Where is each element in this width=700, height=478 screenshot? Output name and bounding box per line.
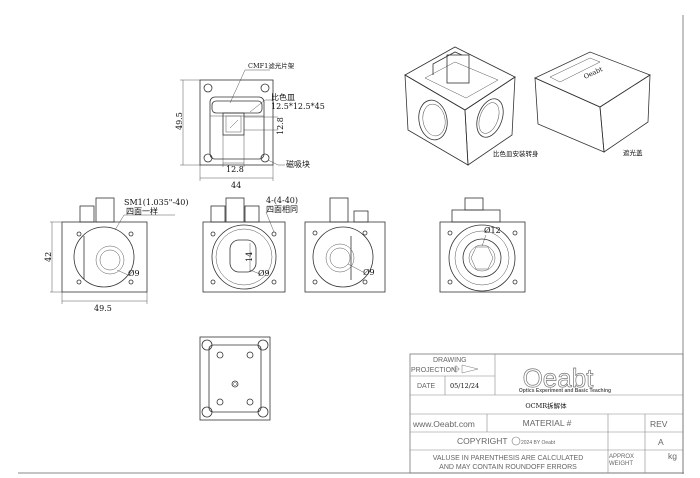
dim-14: 14 <box>245 252 254 262</box>
date-value: 05/12/24 <box>450 382 479 390</box>
dim-window-h: 12.8 <box>276 117 285 135</box>
copyright-icon <box>511 436 521 446</box>
thread-label: SM1(1.035"-40) <box>124 198 188 207</box>
projection-label: PROJECTION <box>411 367 456 374</box>
kg-label: kg <box>668 451 677 461</box>
copyright-label: COPYRIGHT <box>457 436 508 446</box>
dim-height-42: 42 <box>44 252 53 262</box>
dim-width-49-5: 49.5 <box>94 304 112 313</box>
date-label: DATE <box>417 383 435 390</box>
note-line-2: AND MAY CONTAIN ROUNDOFF ERRORS <box>439 464 577 471</box>
material-label: MATERIAL # <box>523 418 572 428</box>
lid-label: 遮光盖 <box>623 148 643 157</box>
drawing-title: OCMR拆解体 <box>525 401 567 410</box>
company-logo: Oeabt <box>523 363 595 393</box>
copyright-small: 2024 BY Oeabt <box>521 440 556 446</box>
iso-body: 比色皿安装转身 <box>404 46 539 166</box>
label-cuvette-size: 12.5*12.5*45 <box>271 102 325 111</box>
dia-9-a: Ø9 <box>128 269 140 278</box>
bottom-view <box>199 336 271 421</box>
dim-width: 44 <box>231 181 241 190</box>
front-view-3: Ø9 <box>304 197 386 293</box>
thread-note: 四面一样 <box>126 206 158 216</box>
hole-label: 4-(4-40) <box>266 196 298 205</box>
rev-value: A <box>658 437 664 447</box>
weight-label: WEIGHT <box>609 461 633 467</box>
dim-height: 49.5 <box>175 112 184 130</box>
label-magnet: 磁吸块 <box>286 159 310 169</box>
dia-9-b: Ø9 <box>258 269 270 278</box>
hole-note: 四面相同 <box>266 204 298 214</box>
body-label: 比色皿安装转身 <box>493 149 539 158</box>
front-view-2: 14 Ø9 4-(4-40) 四面相同 <box>202 196 298 293</box>
dim-window-w: 12.8 <box>226 165 244 174</box>
top-view: 49.5 44 12.8 12.8 CMF1滤光片架 比色皿 12.5*12.5… <box>175 61 325 190</box>
rev-label: REV <box>650 419 668 429</box>
title-block: DRAWING PROJECTION DATE 05/12/24 Oeabt O… <box>409 353 684 474</box>
label-filter-holder: CMF1滤光片架 <box>248 61 295 70</box>
projection-symbol-icon <box>452 364 479 374</box>
website: www.Oeabt.com <box>412 419 475 429</box>
label-cuvette: 比色皿 <box>271 92 295 102</box>
note-line-1: VALUSE IN PARENTHESIS ARE CALCULATED <box>433 455 584 462</box>
approx-label: APPROX <box>609 454 634 460</box>
logo-tagline: Optics Experiment and Basic Teaching <box>519 388 611 394</box>
drawing-label: DRAWING <box>433 357 467 364</box>
dia-9-c: Ø9 <box>363 268 375 277</box>
front-view-4: Ø12 <box>439 197 526 293</box>
front-view-1: Ø9 SM1(1.035"-40) 四面一样 42 49.5 <box>44 197 188 313</box>
dia-12: Ø12 <box>484 226 501 235</box>
